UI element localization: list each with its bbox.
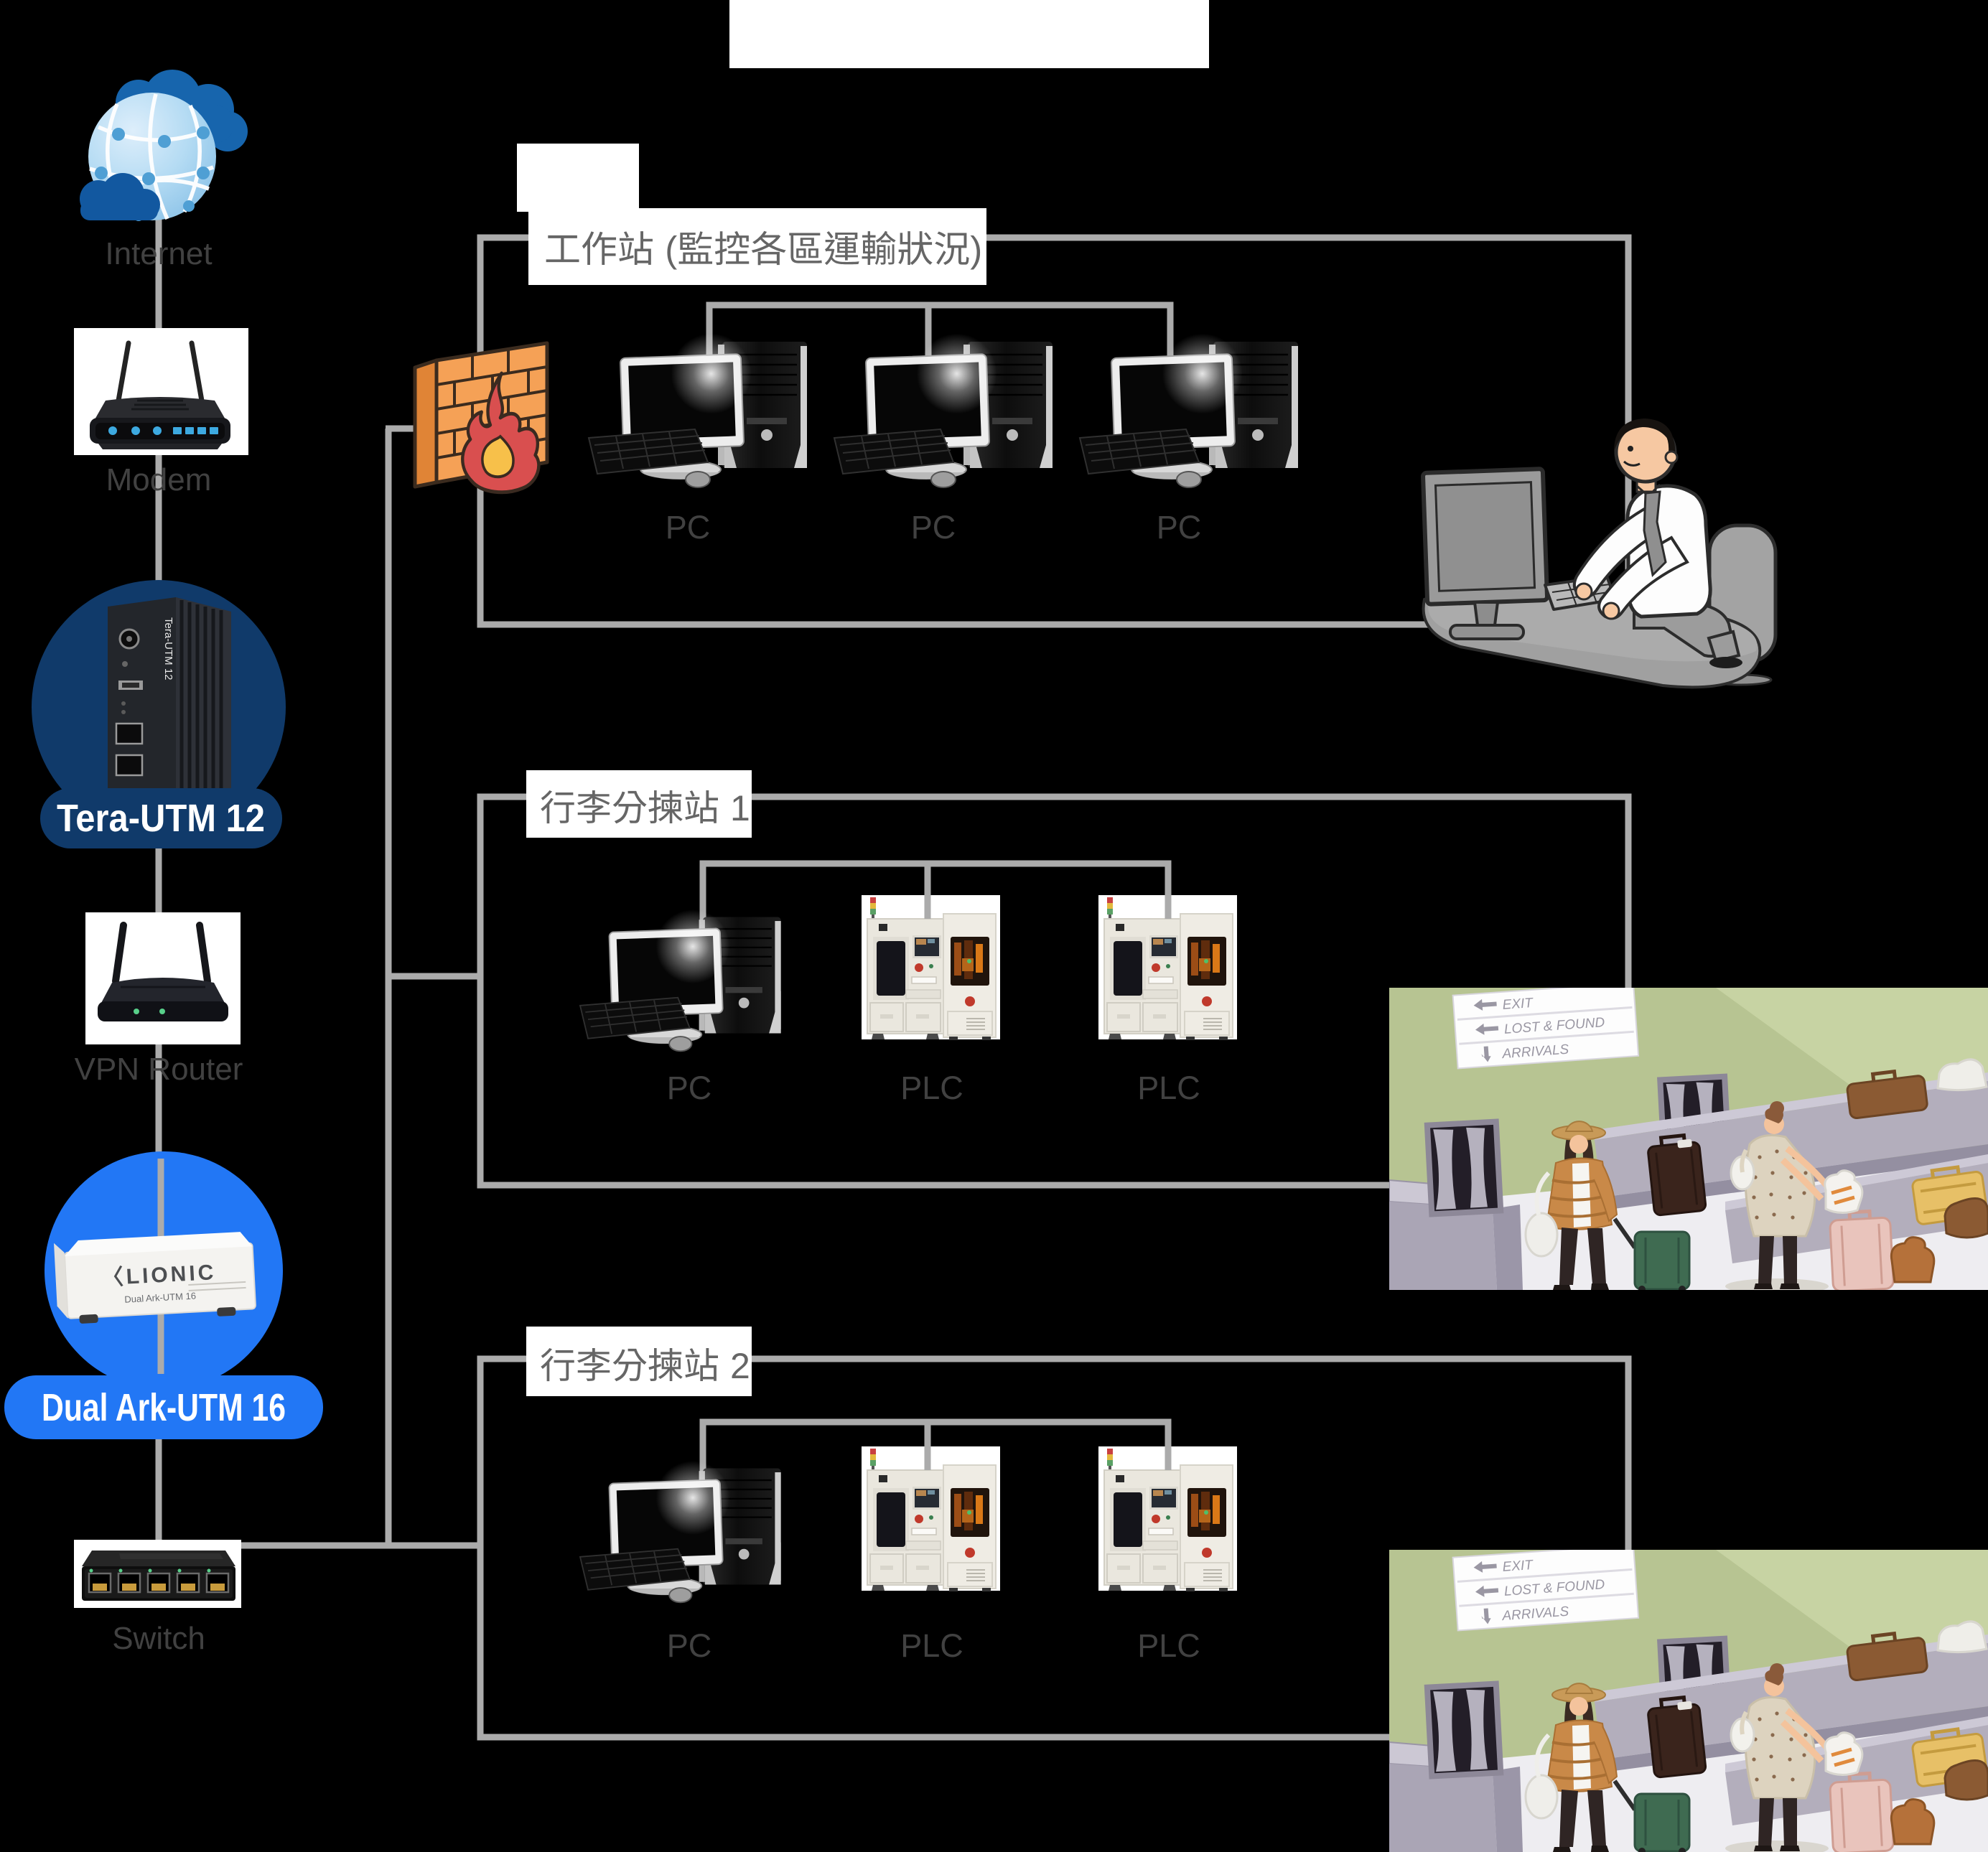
- svg-text:PC: PC: [1157, 509, 1202, 546]
- svg-text:PC: PC: [666, 509, 711, 546]
- svg-text:Tera-UTM 12: Tera-UTM 12: [162, 617, 174, 681]
- svg-text:PC: PC: [667, 1070, 712, 1106]
- svg-text:PLC: PLC: [1137, 1070, 1200, 1106]
- svg-text:VPN Router: VPN Router: [75, 1052, 243, 1087]
- svg-text:Dual Ark-UTM 16: Dual Ark-UTM 16: [124, 1291, 196, 1305]
- svg-text:(: (: [665, 229, 677, 270]
- svg-text:PC: PC: [911, 509, 956, 546]
- svg-text:2: 2: [730, 1346, 750, 1386]
- svg-text:Dual Ark-UTM 16: Dual Ark-UTM 16: [42, 1386, 286, 1429]
- svg-text:PLC: PLC: [1137, 1627, 1200, 1664]
- svg-text:Switch: Switch: [112, 1621, 205, 1656]
- svg-text:Internet: Internet: [105, 236, 212, 271]
- svg-text:Modem: Modem: [106, 462, 212, 497]
- svg-text:PLC: PLC: [900, 1627, 963, 1664]
- svg-text:): ): [970, 229, 982, 270]
- svg-text:Tera-UTM 12: Tera-UTM 12: [57, 797, 265, 840]
- svg-text:1: 1: [730, 788, 750, 828]
- svg-text:PC: PC: [667, 1627, 712, 1664]
- svg-text:PLC: PLC: [900, 1070, 963, 1106]
